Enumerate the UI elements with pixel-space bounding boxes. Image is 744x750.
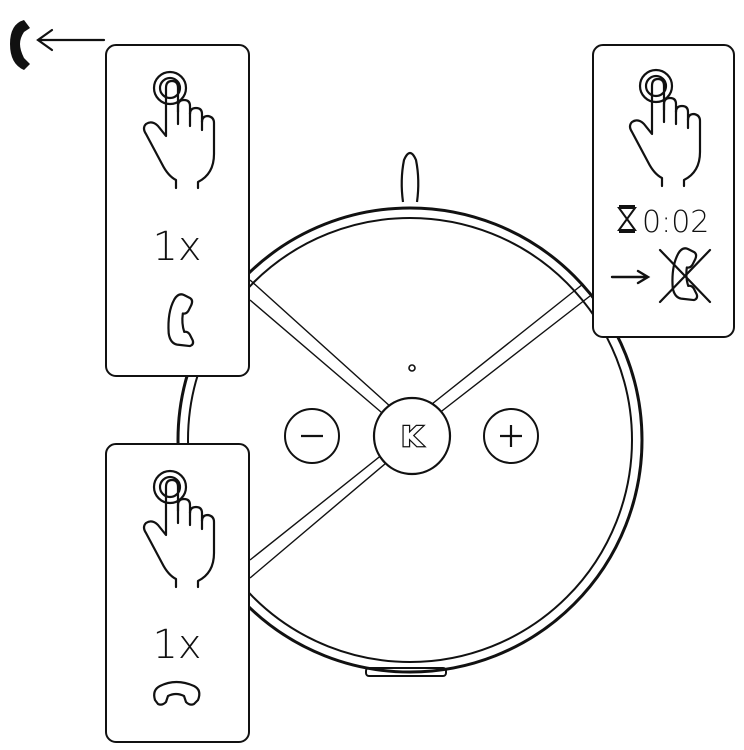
speaker-outer-ring: [176, 206, 644, 674]
speaker-device: K: [176, 151, 644, 677]
microphone-dot: [408, 364, 416, 372]
plus-button[interactable]: [483, 408, 539, 464]
k-button[interactable]: K: [372, 396, 452, 476]
end-press-count: 1x: [152, 622, 201, 668]
incoming-call-icon: [10, 20, 30, 70]
arrow-left-icon: [36, 28, 106, 52]
answer-press-count: 1x: [152, 224, 201, 270]
arrow-right-icon: [610, 269, 651, 285]
speaker-inner-ring: [187, 217, 633, 663]
speaker-base-foot: [365, 667, 447, 677]
end-call-panel: 1x: [105, 443, 250, 743]
reject-call-panel: 0:02: [592, 44, 735, 338]
phone-hangup-icon: [153, 680, 201, 706]
lanyard-loop: [400, 151, 420, 203]
leader-lines: [249, 279, 591, 579]
k-button-label: K: [401, 420, 424, 453]
answer-call-panel: 1x: [105, 44, 250, 377]
minus-button[interactable]: [284, 408, 340, 464]
plus-icon: [500, 425, 522, 447]
reject-hold-duration: 0:02: [642, 205, 709, 240]
phone-reject-icon: [658, 248, 712, 304]
incoming-call-indicator: [10, 20, 106, 70]
